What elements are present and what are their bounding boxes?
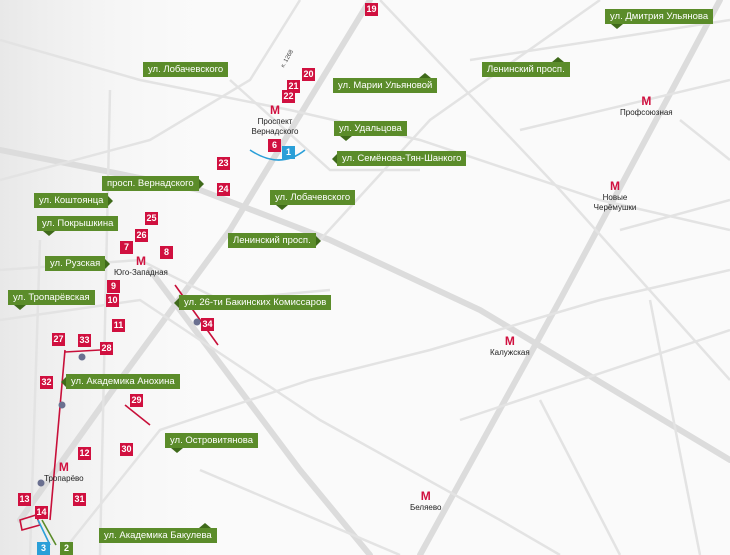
street-label: ул. Дмитрия Ульянова xyxy=(605,9,714,29)
street-label: ул. Покрышкина xyxy=(37,216,119,236)
station-name: Юго-Западная xyxy=(114,268,168,277)
marker[interactable]: 12 xyxy=(78,447,91,460)
street-label: ул. Удальцова xyxy=(334,121,407,141)
street-label: ул. Тропарёвская xyxy=(8,290,95,310)
station-name: Профсоюзная xyxy=(620,108,673,117)
marker[interactable]: 28 xyxy=(100,342,113,355)
marker[interactable]: 7 xyxy=(120,241,133,254)
street-label: ул. Академика Анохина xyxy=(61,374,180,389)
street-label: Ленинский просп. xyxy=(482,57,570,77)
marker[interactable]: 25 xyxy=(145,212,158,225)
marker[interactable]: 24 xyxy=(217,183,230,196)
street-label: просп. Вернадского xyxy=(102,176,204,191)
metro-icon: М xyxy=(270,103,280,117)
marker[interactable]: 30 xyxy=(120,443,133,456)
street-label: Ленинский просп. xyxy=(228,233,321,248)
street-label: ул. Лобачевского xyxy=(143,62,229,77)
marker[interactable]: 1 xyxy=(282,146,295,159)
metro-icon: М xyxy=(610,179,620,193)
marker[interactable]: 2 xyxy=(60,542,73,555)
station-name: Беляево xyxy=(410,503,442,512)
street-label: ул. Лобачевского xyxy=(270,190,356,210)
marker[interactable]: 9 xyxy=(107,280,120,293)
marker[interactable]: 14 xyxy=(35,506,48,519)
station-name: Новые Черёмушки xyxy=(593,193,637,212)
street-label: ул. Академика Бакулева xyxy=(99,523,217,543)
marker[interactable]: 27 xyxy=(52,333,65,346)
street-label: ул. Семёнова-Тян-Шанкого xyxy=(331,151,467,166)
marker[interactable]: 34 xyxy=(201,318,214,331)
marker[interactable]: 29 xyxy=(130,394,143,407)
metro-icon: М xyxy=(58,460,69,474)
street-label: ул. 26-ти Бакинских Комиссаров xyxy=(173,295,332,310)
marker[interactable]: 6 xyxy=(268,139,281,152)
station-name: Проспект Вернадского xyxy=(251,117,299,136)
station-name: Тропарёво xyxy=(44,474,84,483)
metro-icon: М xyxy=(504,334,515,348)
street-label: ул. Марии Ульяновой xyxy=(333,73,438,93)
marker[interactable]: 22 xyxy=(282,90,295,103)
marker[interactable]: 33 xyxy=(78,334,91,347)
marker[interactable]: 31 xyxy=(73,493,86,506)
marker[interactable]: 26 xyxy=(135,229,148,242)
marker[interactable]: 32 xyxy=(40,376,53,389)
marker[interactable]: 3 xyxy=(37,542,50,555)
metro-icon: М xyxy=(420,489,431,503)
metro-icon: М xyxy=(641,94,652,108)
street-label: ул. Рузская xyxy=(45,256,111,271)
marker[interactable]: 8 xyxy=(160,246,173,259)
marker[interactable]: 11 xyxy=(112,319,125,332)
marker[interactable]: 10 xyxy=(106,294,119,307)
marker[interactable]: 20 xyxy=(302,68,315,81)
marker[interactable]: 23 xyxy=(217,157,230,170)
metro-icon: М xyxy=(135,254,146,268)
street-label: ул. Островитянова xyxy=(165,433,259,453)
marker[interactable]: 13 xyxy=(18,493,31,506)
marker[interactable]: 19 xyxy=(365,3,378,16)
marker[interactable]: 21 xyxy=(287,80,300,93)
street-label: ул. Коштоянца xyxy=(34,193,114,208)
station-name: Калужская xyxy=(490,348,530,357)
